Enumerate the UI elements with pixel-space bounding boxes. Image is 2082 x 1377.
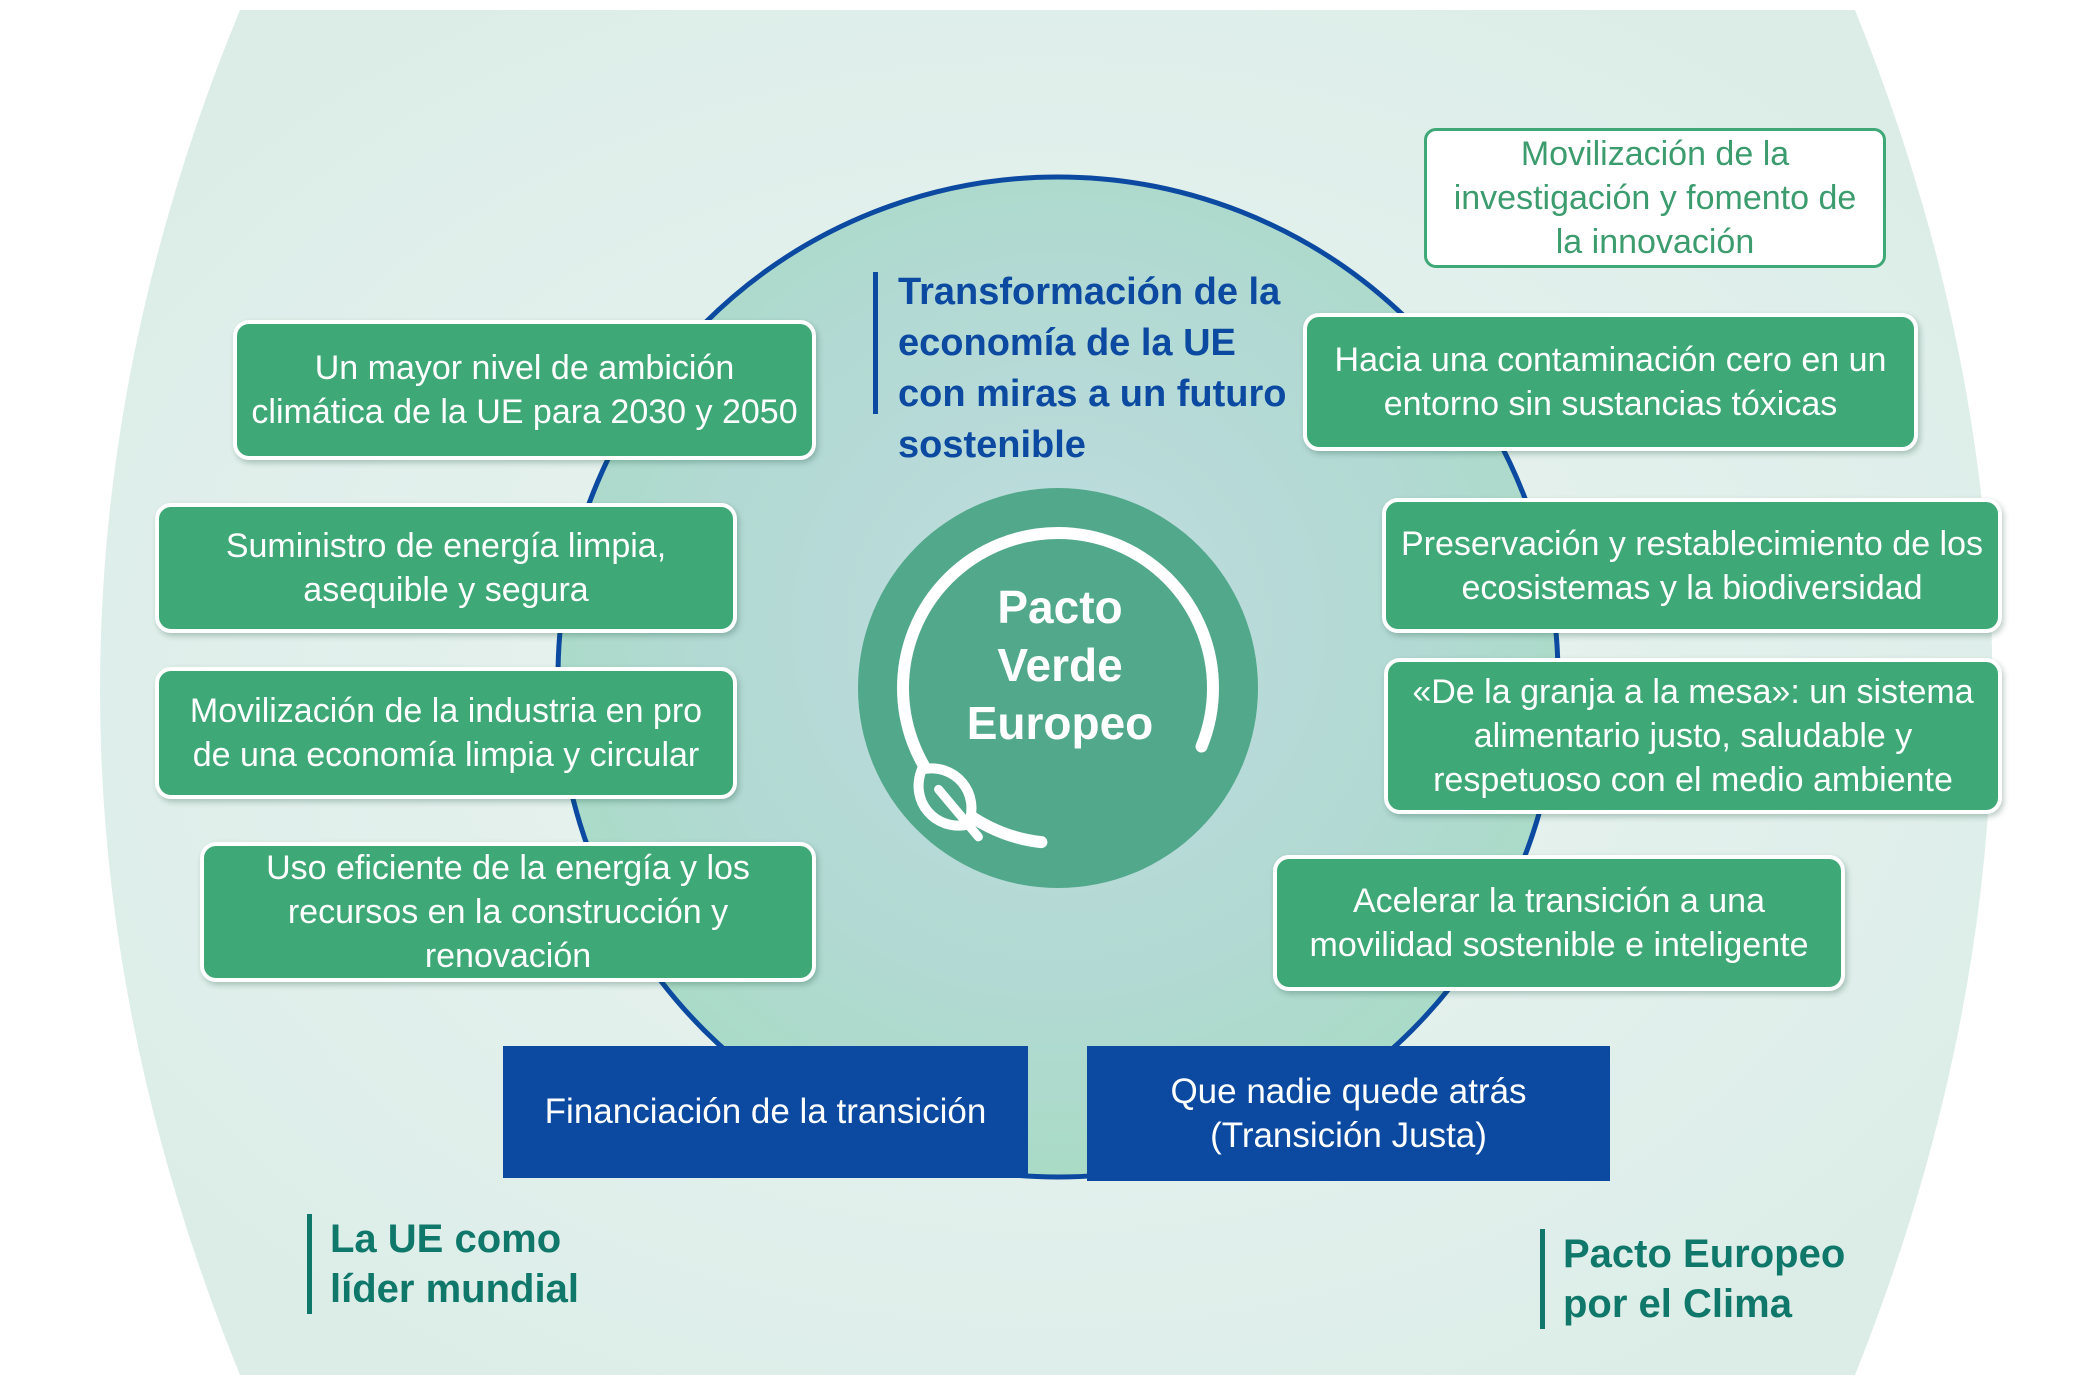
box-investigacion-innovacion-text: Movilización de la investigación y fomen… — [1453, 135, 1857, 261]
label-lider-mundial: La UE como líder mundial — [307, 1214, 627, 1314]
box-contaminacion-cero: Hacia una contaminación cero en un entor… — [1303, 313, 1918, 451]
box-granja-mesa: «De la granja a la mesa»: un sistema ali… — [1384, 658, 2002, 814]
box-ambicion-climatica-text: Un mayor nivel de ambición climática de … — [251, 349, 798, 431]
box-industria-circular-text: Movilización de la industria en pro de u… — [189, 692, 703, 774]
box-financiacion-transicion-text: Financiación de la transición — [544, 1092, 987, 1131]
box-construccion-renovacion: Uso eficiente de la energía y los recurs… — [200, 842, 816, 982]
box-transicion-justa: Que nadie quede atrás (Transición Justa) — [1087, 1046, 1610, 1181]
box-industria-circular: Movilización de la industria en pro de u… — [155, 667, 737, 799]
box-energia-limpia: Suministro de energía limpia, asequible … — [155, 503, 737, 633]
box-ecosistemas-biodiversidad: Preservación y restablecimiento de los e… — [1382, 498, 2002, 633]
box-construccion-renovacion-text: Uso eficiente de la energía y los recurs… — [266, 849, 750, 975]
box-movilidad-sostenible: Acelerar la transición a una movilidad s… — [1273, 855, 1845, 991]
box-financiacion-transicion: Financiación de la transición — [503, 1046, 1028, 1178]
main-title-text: Transformación de la economía de la UE c… — [898, 271, 1287, 466]
box-granja-mesa-text: «De la granja a la mesa»: un sistema ali… — [1412, 673, 1974, 799]
box-ambicion-climatica: Un mayor nivel de ambición climática de … — [233, 320, 816, 460]
box-ecosistemas-biodiversidad-text: Preservación y restablecimiento de los e… — [1400, 524, 1984, 607]
label-lider-mundial-text: La UE como líder mundial — [330, 1217, 579, 1311]
center-title-line3: Europeo — [966, 697, 1154, 749]
center-title-line1: Pacto — [997, 581, 1123, 633]
label-pacto-clima-text: Pacto Europeo por el Clima — [1563, 1232, 1846, 1326]
box-energia-limpia-text: Suministro de energía limpia, asequible … — [225, 527, 667, 609]
main-title: Transformación de la economía de la UE c… — [873, 271, 1293, 466]
center-title: Pacto Verde Europeo — [930, 578, 1190, 752]
box-transicion-justa-text: Que nadie quede atrás (Transición Justa) — [1170, 1071, 1527, 1155]
box-investigacion-innovacion: Movilización de la investigación y fomen… — [1424, 128, 1886, 268]
leaf-icon — [913, 763, 983, 842]
box-movilidad-sostenible-text: Acelerar la transición a una movilidad s… — [1309, 882, 1809, 964]
center-title-line2: Verde — [997, 639, 1123, 691]
label-pacto-clima: Pacto Europeo por el Clima — [1540, 1229, 1880, 1329]
center-ring — [897, 527, 1219, 849]
box-contaminacion-cero-text: Hacia una contaminación cero en un entor… — [1334, 341, 1887, 423]
